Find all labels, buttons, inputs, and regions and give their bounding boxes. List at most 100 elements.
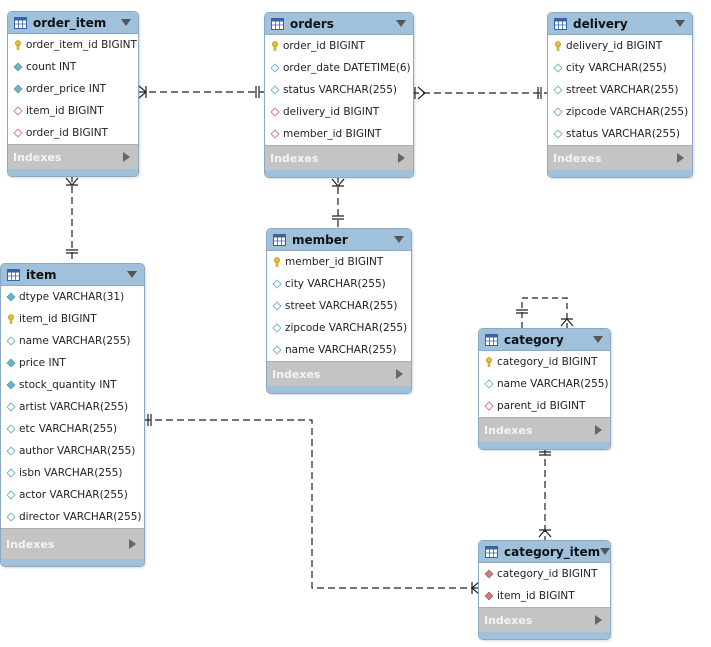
entity-header[interactable]: category [479,329,610,351]
column-row[interactable]: order_price INT [8,78,138,100]
indexes-section[interactable]: Indexes [8,144,138,169]
column-row[interactable]: name VARCHAR(255) [1,330,144,352]
nullable-column-icon [553,85,563,95]
entity-header[interactable]: category_item [479,541,610,563]
foreign-key-icon [484,401,494,411]
entity-order-item[interactable]: order_item order_item_id BIGINT count IN… [7,11,139,177]
entity-header[interactable]: delivery [548,13,692,35]
expand-arrow-icon[interactable] [129,539,136,549]
table-icon [554,17,567,30]
column-row[interactable]: order_id BIGINT [8,122,138,144]
column-row[interactable]: category_id BIGINT [479,351,610,373]
collapse-arrow-icon[interactable] [127,271,137,278]
column-text: price INT [19,357,66,369]
expand-arrow-icon[interactable] [595,425,602,435]
column-icon [13,84,23,94]
column-row[interactable]: order_date DATETIME(6) [265,57,413,79]
entity-header[interactable]: order_item [8,12,138,34]
column-row[interactable]: zipcode VARCHAR(255) [267,317,411,339]
column-row[interactable]: actor VARCHAR(255) [1,484,144,506]
column-row[interactable]: dtype VARCHAR(31) [1,286,144,308]
column-row[interactable]: city VARCHAR(255) [267,273,411,295]
indexes-section[interactable]: Indexes [479,607,610,632]
relationship-category-categoryitem[interactable] [538,448,552,540]
column-text: delivery_id BIGINT [283,106,380,118]
relationship-orders-delivery[interactable] [412,86,548,100]
column-row[interactable]: delivery_id BIGINT [265,101,413,123]
entity-orders[interactable]: orders order_id BIGINT order_date DATETI… [264,12,414,178]
column-row[interactable]: status VARCHAR(255) [265,79,413,101]
column-text: member_id BIGINT [285,256,384,268]
nullable-column-icon [6,468,16,478]
column-row[interactable]: member_id BIGINT [265,123,413,145]
column-row[interactable]: member_id BIGINT [267,251,411,273]
collapse-arrow-icon[interactable] [675,20,685,27]
column-row[interactable]: isbn VARCHAR(255) [1,462,144,484]
column-row[interactable]: price INT [1,352,144,374]
relationship-orderitem-orders[interactable] [138,85,265,99]
column-row[interactable]: stock_quantity INT [1,374,144,396]
nullable-column-icon [484,379,494,389]
expand-arrow-icon[interactable] [123,152,130,162]
column-row[interactable]: item_id BIGINT [8,100,138,122]
nullable-column-icon [553,63,563,73]
collapse-arrow-icon[interactable] [593,336,603,343]
column-row[interactable]: zipcode VARCHAR(255) [548,101,692,123]
column-row[interactable]: street VARCHAR(255) [267,295,411,317]
expand-arrow-icon[interactable] [396,369,403,379]
entity-delivery[interactable]: delivery delivery_id BIGINT city VARCHAR… [547,12,693,178]
column-text: artist VARCHAR(255) [19,401,129,413]
entity-title: member [292,232,348,247]
entity-header[interactable]: item [1,264,144,286]
entity-category-item[interactable]: category_item category_id BIGINT item_id… [478,540,611,640]
indexes-section[interactable]: Indexes [548,145,692,170]
relationship-orderitem-item[interactable] [65,175,79,263]
column-row[interactable]: count INT [8,56,138,78]
relationship-item-categoryitem[interactable] [144,414,480,595]
relationship-category-self[interactable] [516,297,574,328]
column-text: item_id BIGINT [497,590,575,602]
indexes-section[interactable]: Indexes [1,528,144,559]
column-text: status VARCHAR(255) [283,84,398,96]
column-row[interactable]: order_item_id BIGINT [8,34,138,56]
column-text: count INT [26,61,77,73]
collapse-arrow-icon[interactable] [121,19,131,26]
column-row[interactable]: name VARCHAR(255) [479,373,610,395]
entity-footer [265,170,413,177]
expand-arrow-icon[interactable] [595,615,602,625]
collapse-arrow-icon[interactable] [396,20,406,27]
expand-arrow-icon[interactable] [398,153,405,163]
column-row[interactable]: author VARCHAR(255) [1,440,144,462]
column-row[interactable]: order_id BIGINT [265,35,413,57]
column-row[interactable]: etc VARCHAR(255) [1,418,144,440]
foreign-key-icon [270,107,280,117]
indexes-section[interactable]: Indexes [265,145,413,170]
entity-title: category_item [504,544,601,559]
column-row[interactable]: category_id BIGINT [479,563,610,585]
entity-item[interactable]: item dtype VARCHAR(31) item_id BIGINT na… [0,263,145,567]
column-row[interactable]: item_id BIGINT [1,308,144,330]
column-row[interactable]: artist VARCHAR(255) [1,396,144,418]
column-row[interactable]: director VARCHAR(255) [1,506,144,528]
entity-title: orders [290,16,334,31]
column-row[interactable]: delivery_id BIGINT [548,35,692,57]
column-row[interactable]: parent_id BIGINT [479,395,610,417]
entity-member[interactable]: member member_id BIGINT city VARCHAR(255… [266,228,412,394]
entity-header[interactable]: orders [265,13,413,35]
column-row[interactable]: city VARCHAR(255) [548,57,692,79]
column-row[interactable]: street VARCHAR(255) [548,79,692,101]
foreign-key-icon [484,591,494,601]
column-row[interactable]: item_id BIGINT [479,585,610,607]
relationship-orders-member[interactable] [331,176,345,228]
collapse-arrow-icon[interactable] [394,236,404,243]
foreign-key-icon [13,106,23,116]
indexes-section[interactable]: Indexes [479,417,610,442]
column-row[interactable]: name VARCHAR(255) [267,339,411,361]
collapse-arrow-icon[interactable] [600,548,610,555]
entity-category[interactable]: category category_id BIGINT name VARCHAR… [478,328,611,450]
indexes-label: Indexes [484,613,533,627]
entity-header[interactable]: member [267,229,411,251]
indexes-section[interactable]: Indexes [267,361,411,386]
column-row[interactable]: status VARCHAR(255) [548,123,692,145]
expand-arrow-icon[interactable] [677,153,684,163]
